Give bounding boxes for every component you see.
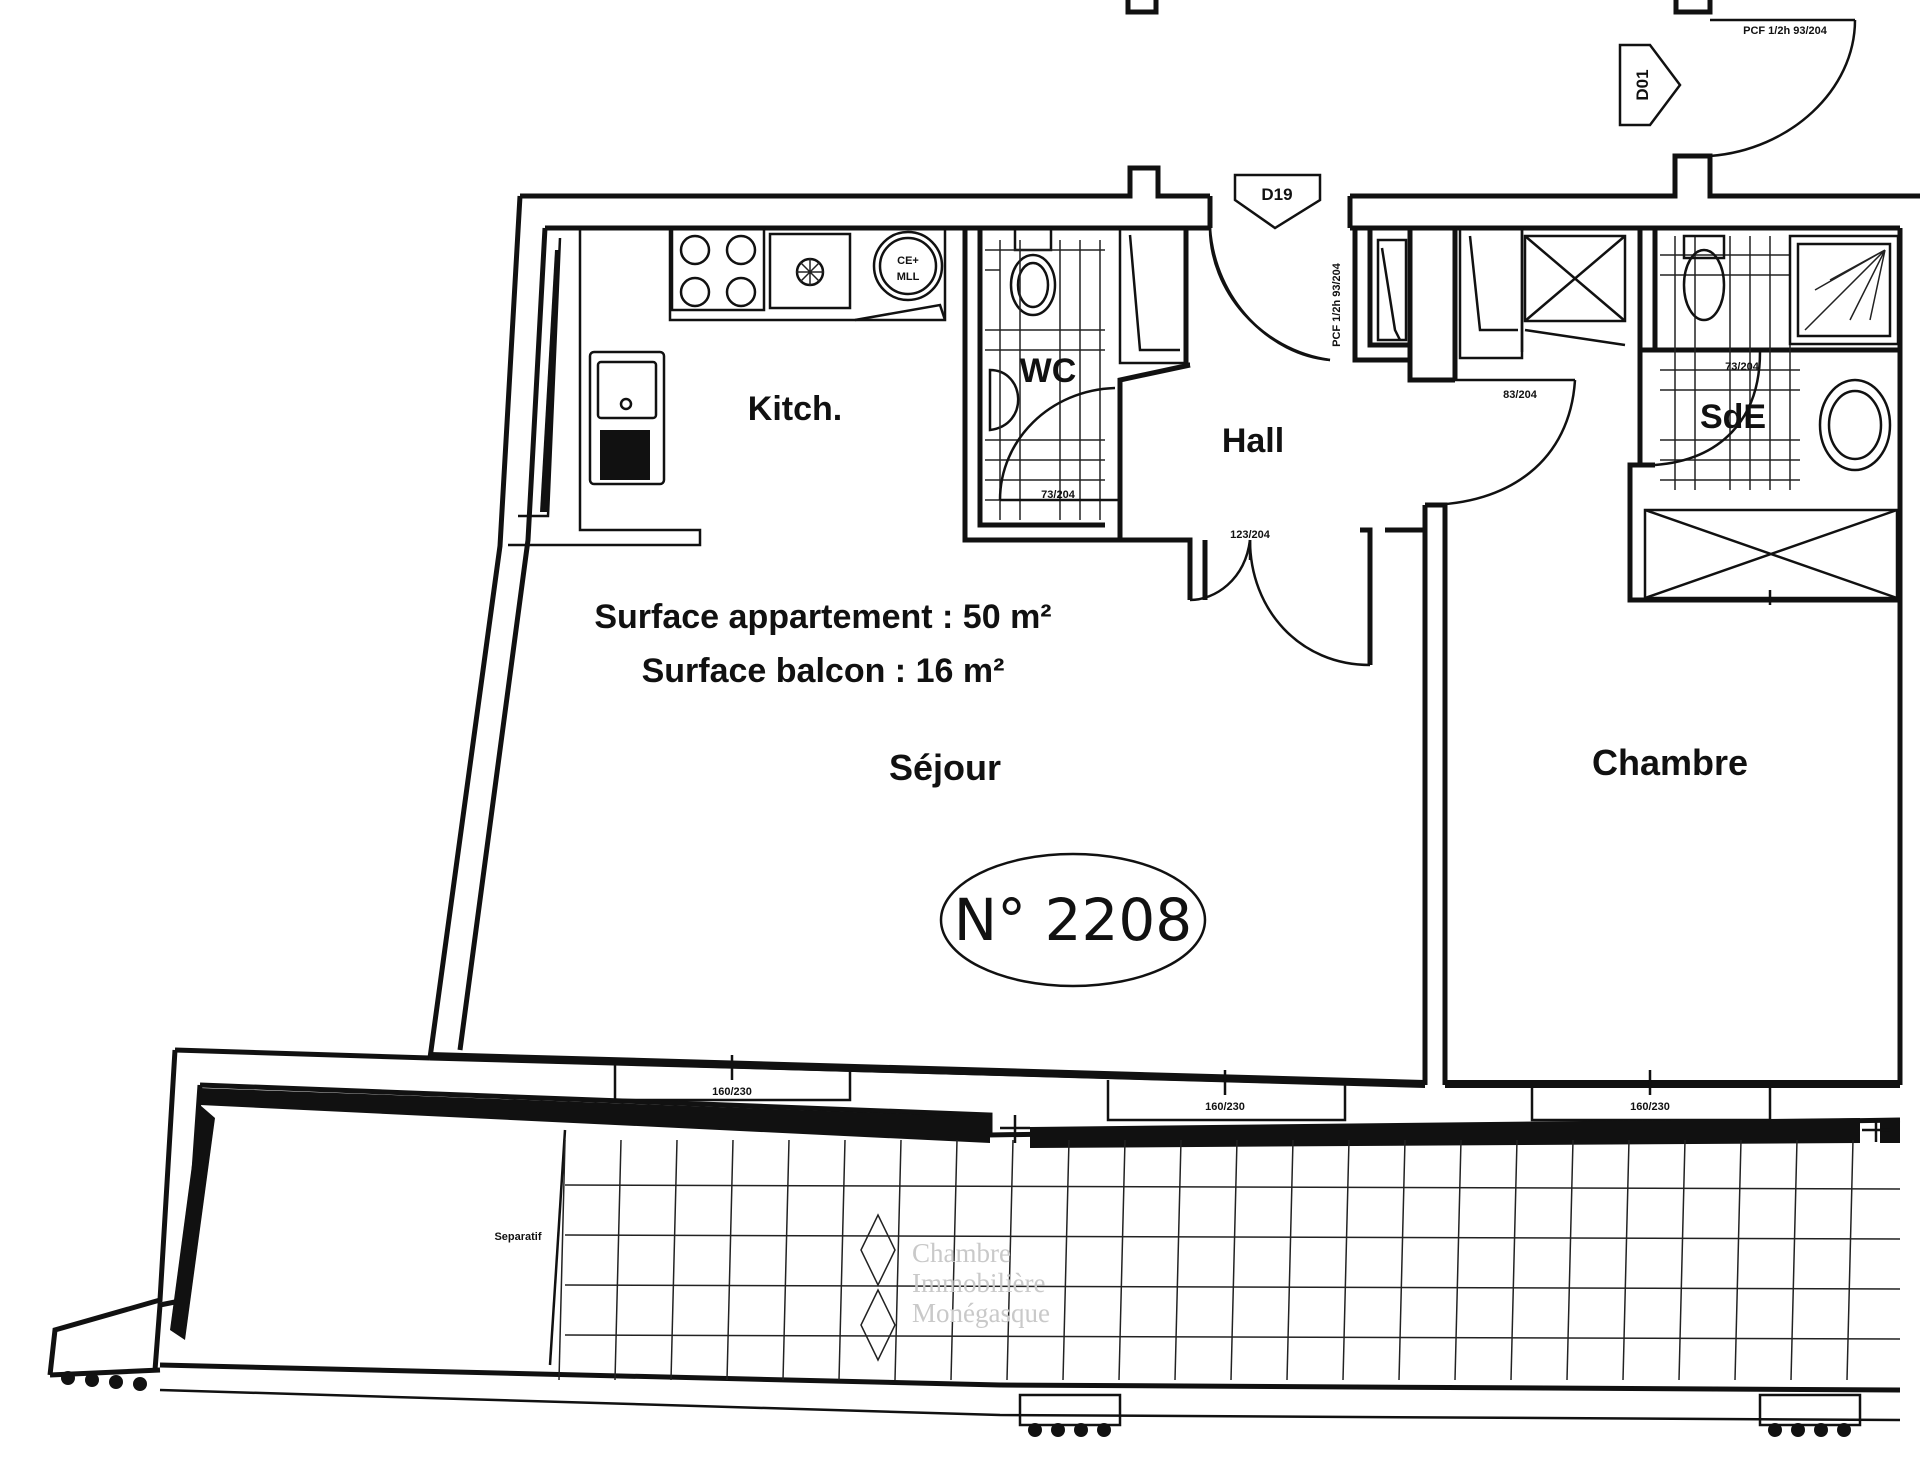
dim-wc-door: 73/204 (1041, 489, 1076, 501)
entry-door (1208, 227, 1331, 362)
room-label-chambre: Chambre (1592, 742, 1748, 783)
dim-top-door: PCF 1/2h 93/204 (1743, 25, 1828, 37)
interior-walls (508, 226, 1900, 1085)
balcony-tile-line (564, 1334, 1901, 1340)
unit-number-badge: N° 2208 (939, 852, 1207, 988)
watermark: Chambre Immobilière Monégasque (860, 1213, 1050, 1362)
balcony-tile-line (1734, 1139, 1742, 1381)
balcony-tile-line (614, 1139, 622, 1381)
balcony-tile-line (558, 1139, 566, 1381)
balcony-tile-line (1062, 1139, 1070, 1381)
unit-number: N° 2208 (954, 886, 1192, 954)
dim-sde-door-right: 83/204 (1503, 389, 1538, 401)
dim-window-chambre: 160/230 (1630, 1101, 1670, 1113)
balcony-tile-line (564, 1234, 1901, 1240)
balcony-tile-line (1398, 1139, 1406, 1381)
balcony-tile-line (1174, 1139, 1182, 1381)
room-label-kitchen: Kitch. (748, 390, 842, 428)
facade-and-balcony (47, 1047, 1901, 1437)
dim-sde-door-top: 73/204 (1725, 361, 1760, 373)
door-tag-d19: D19 (1233, 173, 1322, 230)
door-tag-d19-text: D19 (1261, 185, 1292, 204)
appliance-line2: MLL (897, 271, 920, 283)
balcony-tile-line (1454, 1139, 1462, 1381)
surface-balcony: Surface balcon : 16 m² (642, 652, 1005, 690)
balcony-tile-line (1678, 1139, 1686, 1381)
door-tag-d01-text: D01 (1633, 69, 1652, 100)
balcony-tile-line (1006, 1139, 1014, 1381)
watermark-line-1: Chambre (912, 1238, 1011, 1268)
dim-window-sejour-2: 160/230 (1205, 1101, 1245, 1113)
balcony-tile-line (670, 1139, 678, 1381)
balcony-tiles (558, 1139, 1901, 1381)
watermark-line-3: Monégasque (912, 1298, 1050, 1328)
balcony-tile-line (782, 1139, 790, 1381)
balcony-tile-line (950, 1139, 958, 1381)
balcony-tile-line (564, 1284, 1901, 1290)
room-label-sde: SdE (1700, 398, 1766, 436)
room-label-hall: Hall (1222, 422, 1284, 460)
balcony-tile-line (838, 1139, 846, 1381)
balcony-tile-line (894, 1139, 902, 1381)
balcony-tile-line (1846, 1139, 1854, 1381)
balcony-tile-line (1566, 1139, 1574, 1381)
appliance-label: CE+ MLL (897, 255, 920, 283)
top-right-door (1709, 18, 1857, 158)
balcony-tile-line (1790, 1139, 1798, 1381)
balcony-tile-line (1342, 1139, 1350, 1381)
balcony-tile-line (1286, 1139, 1294, 1381)
balcony-tile-line (1622, 1139, 1630, 1381)
separator-label: Separatif (494, 1231, 541, 1243)
balcony-tile-line (1118, 1139, 1126, 1381)
appliance-line1: CE+ (897, 255, 919, 267)
surface-apartment: Surface appartement : 50 m² (594, 598, 1051, 636)
room-label-sejour: Séjour (889, 747, 1001, 788)
watermark-line-2: Immobilière (912, 1268, 1045, 1298)
door-tag-d01: D01 (1618, 43, 1682, 127)
balcony-tile-line (564, 1184, 1901, 1190)
exterior-walls (427, 0, 1920, 1085)
dim-window-sejour-1: 160/230 (712, 1086, 752, 1098)
balcony-tile-line (1510, 1139, 1518, 1381)
balcony-tile-line (1230, 1139, 1238, 1381)
dim-hall-door: 123/204 (1230, 529, 1271, 541)
room-label-wc: WC (1020, 352, 1077, 390)
dim-closet-door: PCF 1/2h 93/204 (1331, 262, 1343, 347)
balcony-tile-line (726, 1139, 734, 1381)
